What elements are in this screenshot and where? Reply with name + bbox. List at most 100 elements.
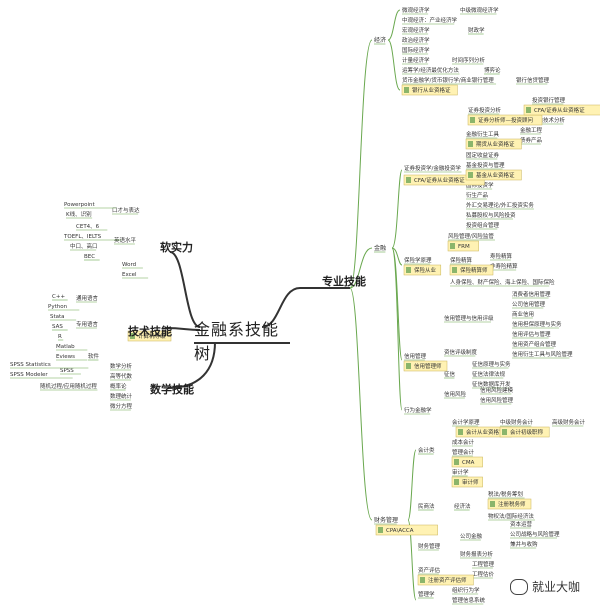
accounting-tag-bg — [499, 426, 550, 438]
credit-item: 资信评级制度 — [444, 348, 478, 356]
accounting-item: 税法/税务筹划 — [488, 490, 523, 498]
finance-root: 金融 — [374, 244, 386, 252]
math-stochastic: 随机过程/应用随机过程 — [40, 382, 97, 390]
credit-tag: 信用管理师 — [414, 362, 442, 370]
tech-tag: 计算机等级 — [138, 332, 166, 340]
certificate-icon — [406, 363, 411, 369]
economics-item: 中观经济：产业经济学 — [402, 16, 458, 24]
credit-item: 信用资产组合管理 — [512, 340, 557, 348]
accounting-item: 成本会计 — [452, 438, 475, 446]
accounting-item: 财务管理 — [418, 542, 441, 550]
certificate-icon — [406, 267, 411, 273]
insurance-tag-bg — [447, 240, 479, 252]
securities-tag: CFA/证券从业资格证 — [414, 176, 465, 184]
securities-tag-bg — [465, 169, 522, 181]
economics-item: 国际经济学 — [402, 46, 430, 54]
branch-tech-label: 技术技能 — [128, 325, 172, 338]
soft-english: 英语水平 — [114, 236, 137, 244]
economics-item: 微观经济学 — [402, 6, 430, 14]
accounting-item: 会计类 — [418, 446, 435, 454]
economics-item: 博弈论 — [484, 66, 501, 74]
credit-item: 征信原理与实务 — [472, 360, 511, 368]
securities-tag: 证券分析师—投资顾问 — [478, 116, 533, 124]
accounting-item: 资本运营 — [510, 520, 533, 528]
math-item: 微分方程 — [110, 402, 133, 410]
accounting-tag: CMA — [462, 460, 475, 466]
accounting-item: 公司战略与风险管理 — [510, 530, 560, 538]
insurance-item: 风险管理/风险监管 — [448, 232, 494, 240]
accounting-tag-bg — [375, 524, 438, 536]
certificate-icon — [420, 577, 425, 583]
certificate-icon — [468, 172, 473, 178]
economics-item: 计量经济学 — [402, 56, 430, 64]
accounting-tag: 会计初级职称 — [510, 428, 544, 436]
securities-item: 金融技术分析 — [532, 116, 566, 124]
branch-tech[interactable]: 技术技能 — [128, 320, 172, 339]
credit-item: 征信法律法规 — [472, 370, 506, 378]
credit-tag-bg — [403, 360, 448, 372]
certificate-icon — [378, 527, 383, 533]
branch-professional[interactable]: 专业技能 — [322, 270, 366, 289]
insurance-item: 保险精算 — [450, 256, 473, 264]
accounting-tag: 审计师 — [462, 478, 479, 486]
securities-item: 金融工程 — [520, 126, 543, 134]
accounting-item: 工程管理 — [472, 560, 495, 568]
accounting-item: 组织行为学 — [452, 586, 480, 594]
accounting-item: 高级财务会计 — [552, 418, 586, 426]
branch-soft[interactable]: 软实力 — [160, 236, 193, 255]
economics-item: 运筹学/经济最优化方法 — [402, 66, 459, 74]
certificate-icon — [470, 117, 475, 123]
watermark: 就业大咖 — [510, 578, 580, 595]
economics-root: 经济 — [374, 36, 386, 44]
accounting-item: 兼并与收购 — [510, 540, 538, 548]
certificate-icon — [526, 107, 531, 113]
certificate-icon — [404, 87, 409, 93]
tech-special: 专用语言 — [76, 320, 99, 328]
securities-item: 基金投资与管理 — [466, 161, 505, 169]
insurance-item: 寿险精算 — [490, 252, 513, 260]
accounting-tag: 注册资产评估师 — [428, 576, 467, 584]
economics-item: 银行信贷管理 — [516, 76, 550, 84]
accounting-item: 会计学原理 — [452, 418, 480, 426]
insurance-tag-bg — [449, 264, 494, 276]
accounting-item: 财务报表分析 — [460, 550, 494, 558]
securities-tag-2: CFA/证券从业资格证 — [534, 106, 585, 114]
securities-item: 证券投资分析 — [468, 106, 502, 114]
credit-item: 信用风险 — [444, 390, 467, 398]
insurance-tag: FRM — [458, 244, 470, 250]
economics-item: 政治经济学 — [402, 36, 430, 44]
math-item: 数学分析 — [110, 362, 133, 370]
insurance-item: 人身保险、财产保险、海上保险、国际保险 — [450, 278, 555, 286]
securities-item: 金融衍生工具 — [466, 130, 500, 138]
securities-item: 投资组合管理 — [466, 221, 500, 229]
insurance-root: 保险学原理 — [404, 256, 432, 264]
securities-tag: 期货从业资格证 — [476, 140, 515, 148]
certificate-icon — [406, 177, 411, 183]
soft-item: BEC — [84, 254, 95, 260]
economics-item: 货币金融学/货币银行学/商业银行管理 — [402, 76, 494, 84]
certificate-icon — [468, 141, 473, 147]
wechat-icon — [510, 578, 528, 595]
tech-item: SPSS — [60, 368, 74, 374]
branch-math[interactable]: 数学技能 — [150, 378, 194, 397]
accounting-item: 物权法/国际经济法 — [488, 512, 534, 520]
tech-item: SPSS Statistics — [10, 362, 51, 368]
certificate-icon — [454, 459, 459, 465]
center-node[interactable]: 金融系技能树 — [194, 316, 290, 363]
tech-item: SPSS Modeler — [10, 372, 48, 378]
securities-item: 私募股权与风险投资 — [466, 211, 516, 219]
soft-item: 中口、高口 — [70, 242, 98, 250]
accounting-tag-bg — [451, 476, 483, 488]
securities-root: 证券投资学/金融投资学 — [404, 164, 461, 172]
accounting-tag-bg — [487, 498, 532, 510]
soft-item: Powerpoint — [64, 202, 95, 208]
credit-item: 征信数据库开发 — [472, 380, 511, 388]
accounting-tag-bg — [417, 574, 474, 586]
credit-item: 信用担保原理与实务 — [512, 320, 562, 328]
branch-math-label: 数学技能 — [150, 383, 194, 396]
soft-item: Excel — [122, 272, 137, 278]
credit-item: 信用衍生工具与风险管理 — [512, 350, 573, 358]
behavioral-finance: 行为金融学 — [404, 406, 432, 414]
